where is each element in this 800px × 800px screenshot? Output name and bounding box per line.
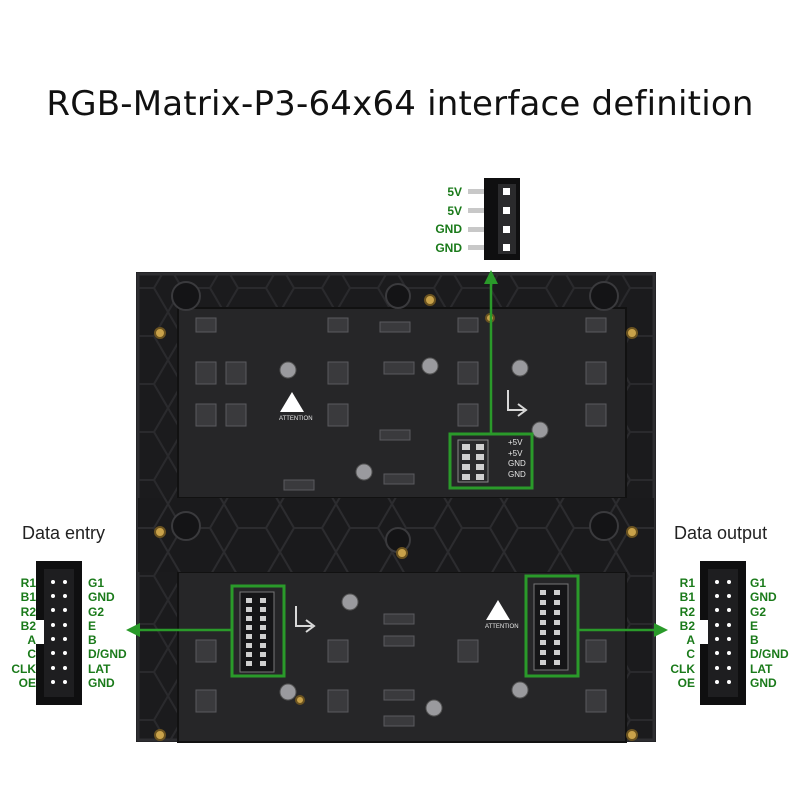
pcb-power-label-2: +5V [508, 448, 523, 458]
power-pin-4: GND [435, 240, 462, 255]
pcb-power-labels: +5V +5V GND GND [508, 438, 526, 480]
output-pin-gnd-2: GND [750, 676, 777, 691]
attention-label: ATTENTION [279, 416, 313, 422]
data-entry-label: Data entry [22, 523, 106, 543]
output-right-pin-labels: G1 GND G2 E B D/GND LAT GND [750, 576, 800, 690]
power-pin-labels: 5V 5V GND GND [422, 183, 462, 257]
entry-pin-b: B [88, 633, 97, 648]
output-pin-d-gnd: D/GND [750, 647, 789, 662]
entry-pin-oe: OE [18, 676, 36, 691]
connection-arrows [126, 270, 668, 637]
entry-left-pin-labels: R1 B1 R2 B2 A C CLK OE [0, 576, 36, 690]
output-pin-c: C [686, 647, 695, 662]
entry-pin-r1: R1 [20, 576, 36, 590]
output-pin-clk: CLK [670, 661, 695, 676]
pcb-power-label-4: GND [508, 469, 526, 479]
entry-right-pin-labels: G1 GND G2 E B D/GND LAT GND [88, 576, 138, 690]
led-panel [136, 272, 656, 743]
output-pin-b: B [750, 633, 759, 648]
entry-pin-b1: B1 [20, 590, 36, 605]
entry-pin-g1: G1 [88, 576, 105, 590]
output-pin-oe: OE [677, 676, 695, 691]
pcb-power-label-1: +5V [508, 438, 523, 447]
output-pin-b1: B1 [679, 590, 695, 605]
data-output-label: Data output [674, 523, 768, 543]
output-pin-r1: R1 [679, 576, 695, 590]
attention-icon-2 [486, 600, 510, 620]
attention-label-2: ATTENTION [485, 624, 519, 630]
diagram-title: RGB-Matrix-P3-64x64 interface definition [46, 84, 754, 124]
entry-pin-a: A [27, 633, 36, 648]
panel-hub75-output [524, 574, 580, 678]
output-pin-r2: R2 [679, 604, 695, 619]
entry-pin-clk: CLK [11, 661, 36, 676]
output-pin-b2: B2 [679, 618, 695, 633]
output-pin-gnd-1: GND [750, 590, 777, 605]
data-output-connector-diagram [700, 561, 746, 705]
power-pin-1: 5V [447, 185, 462, 199]
output-pin-lat: LAT [750, 661, 773, 676]
output-pin-e: E [750, 618, 759, 633]
power-pin-2: 5V [447, 203, 462, 218]
entry-pin-lat: LAT [88, 661, 111, 676]
output-left-pin-labels: R1 B1 R2 B2 A C CLK OE [659, 576, 695, 690]
entry-pin-e: E [88, 618, 97, 633]
power-connector-diagram [468, 178, 520, 260]
attention-icon [280, 392, 304, 412]
pcb-power-label-3: GND [508, 459, 526, 468]
entry-pin-b2: B2 [20, 618, 36, 633]
entry-pin-gnd-1: GND [88, 590, 115, 605]
output-pin-a: A [686, 633, 695, 648]
output-pin-g2: G2 [750, 604, 767, 619]
data-entry-connector-diagram [36, 561, 82, 705]
entry-pin-r2: R2 [20, 604, 36, 619]
pcb-top-area [177, 307, 627, 499]
power-pin-3: GND [435, 222, 462, 236]
entry-pin-g2: G2 [88, 604, 105, 619]
entry-pin-gnd-2: GND [88, 676, 115, 691]
entry-pin-c: C [27, 647, 36, 662]
entry-pin-d-gnd: D/GND [88, 647, 127, 662]
output-pin-g1: G1 [750, 576, 767, 590]
